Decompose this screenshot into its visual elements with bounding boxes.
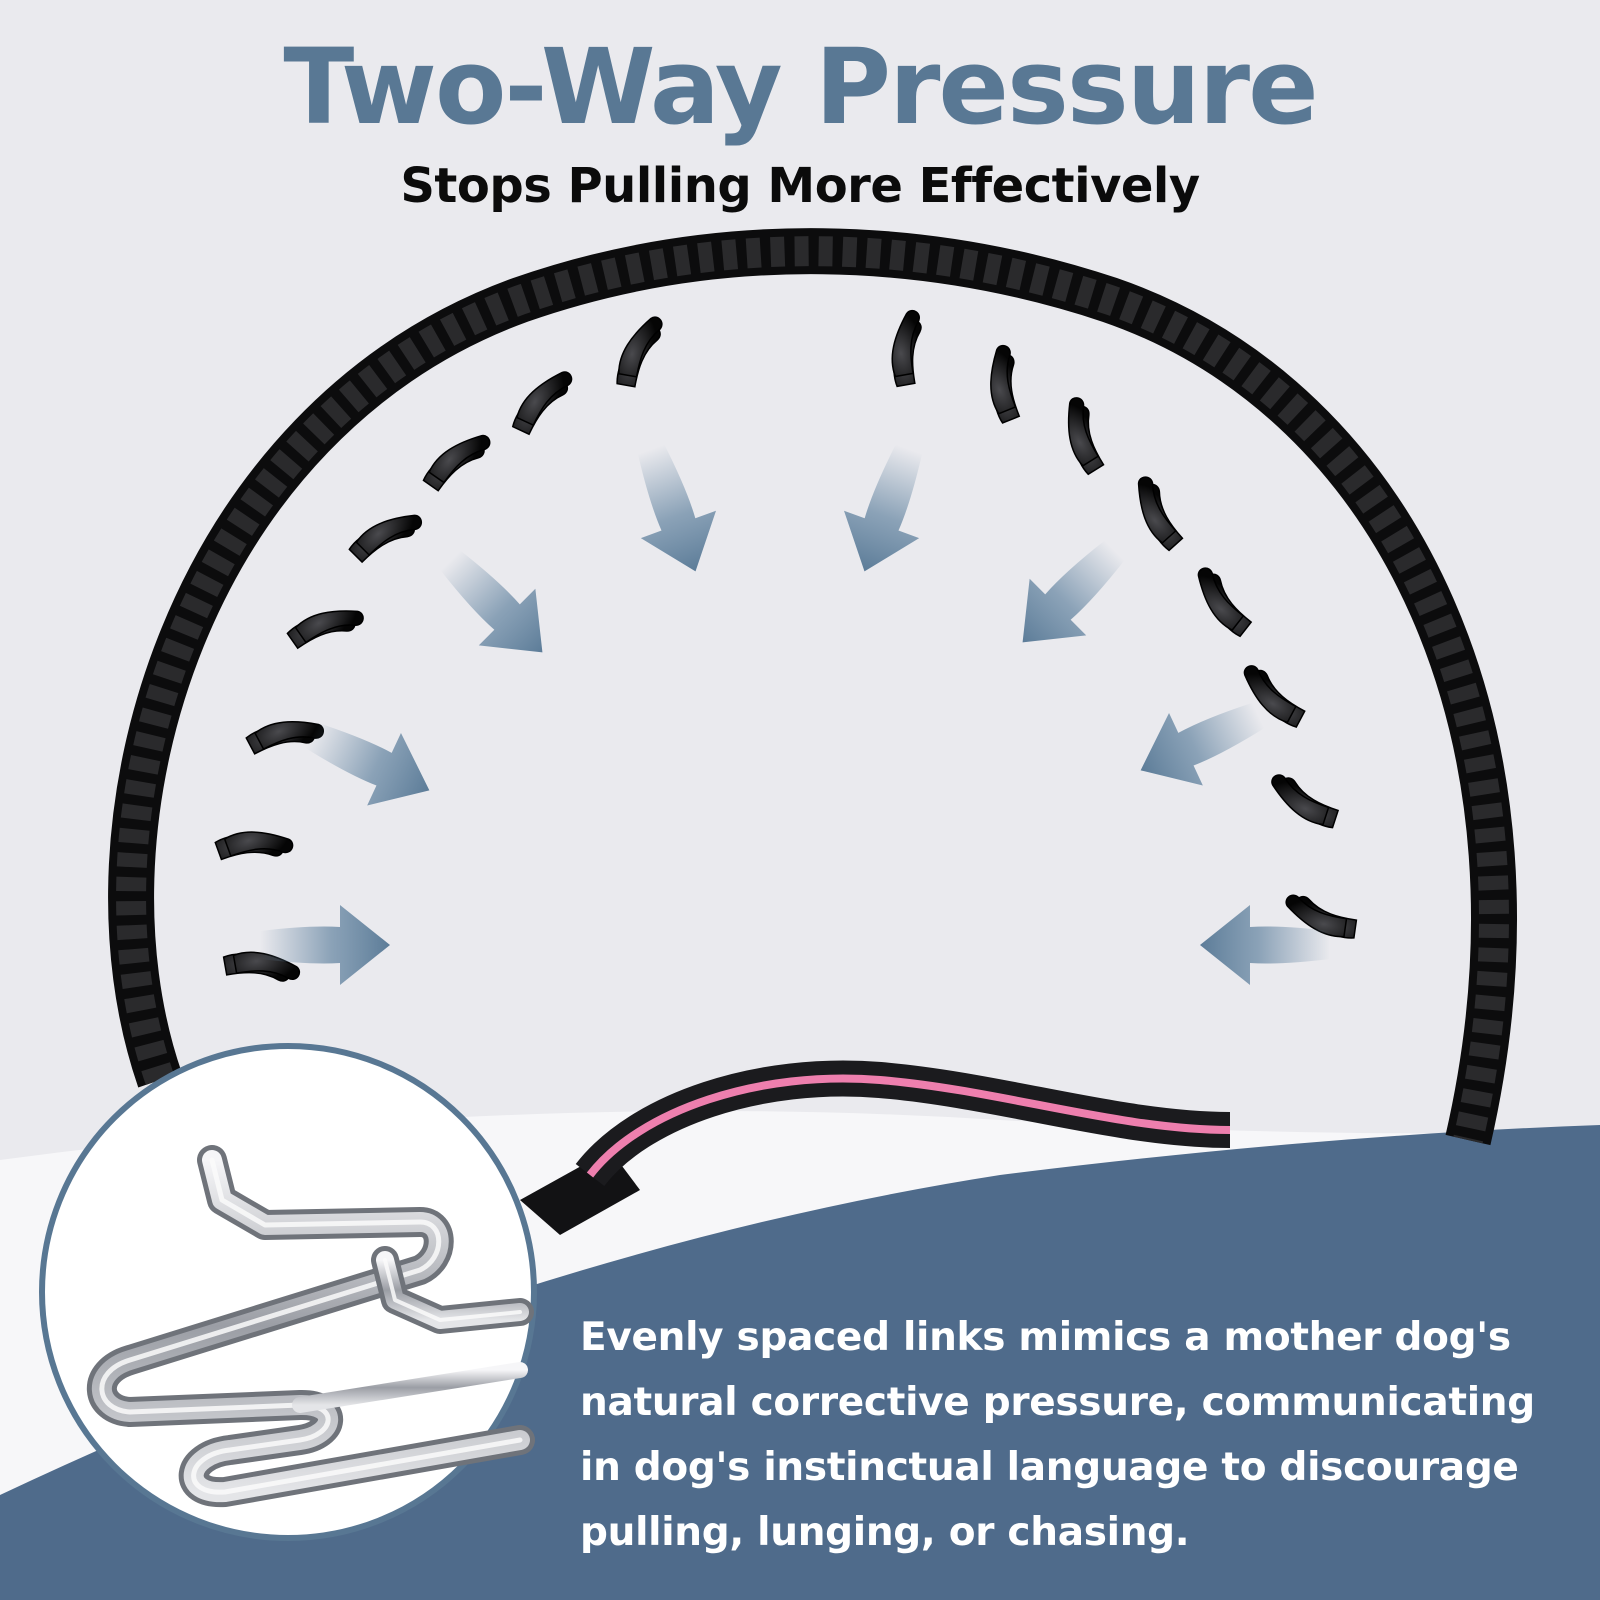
rubber-tip: [616, 316, 663, 388]
rubber-tip: [286, 610, 364, 650]
rubber-tip: [422, 434, 491, 492]
steel-links: [217, 329, 1357, 969]
rubber-tip: [348, 514, 423, 564]
description-text: Evenly spaced links mimics a mother dog'…: [580, 1315, 1535, 1555]
rubber-tip: [1285, 894, 1358, 939]
detail-image: [39, 1043, 537, 1541]
inward-pressure-arrow-icon: [305, 722, 430, 806]
inward-pressure-arrow-icon: [1022, 540, 1125, 643]
inward-pressure-arrow-icon: [440, 550, 543, 653]
inward-pressure-arrow-icon: [637, 444, 717, 572]
rubber-tip: [990, 344, 1021, 424]
rubber-tip: [1197, 567, 1253, 638]
headline: Two-Way Pressure: [283, 26, 1318, 148]
pressure-arrows: [260, 444, 1330, 985]
rubber-tip: [214, 831, 294, 861]
inward-pressure-arrow-icon: [1140, 702, 1265, 786]
rubber-tip: [891, 309, 922, 388]
rubber-tip: [222, 951, 301, 982]
rubber-tip: [1271, 774, 1340, 829]
subheadline: Stops Pulling More Effectively: [400, 158, 1200, 214]
collar-strap: [108, 228, 1517, 1146]
inward-pressure-arrow-icon: [1200, 905, 1330, 985]
inward-pressure-arrow-icon: [260, 905, 390, 985]
rubber-tip: [1243, 665, 1306, 728]
prong-tips: [214, 309, 1358, 982]
rubber-tip: [1067, 397, 1105, 476]
steel-link-closeup-icon: [86, 1145, 535, 1508]
rubber-tip: [1137, 476, 1184, 552]
rubber-tip: [511, 371, 573, 436]
inward-pressure-arrow-icon: [843, 444, 923, 572]
leash-handle: [520, 1060, 1231, 1235]
